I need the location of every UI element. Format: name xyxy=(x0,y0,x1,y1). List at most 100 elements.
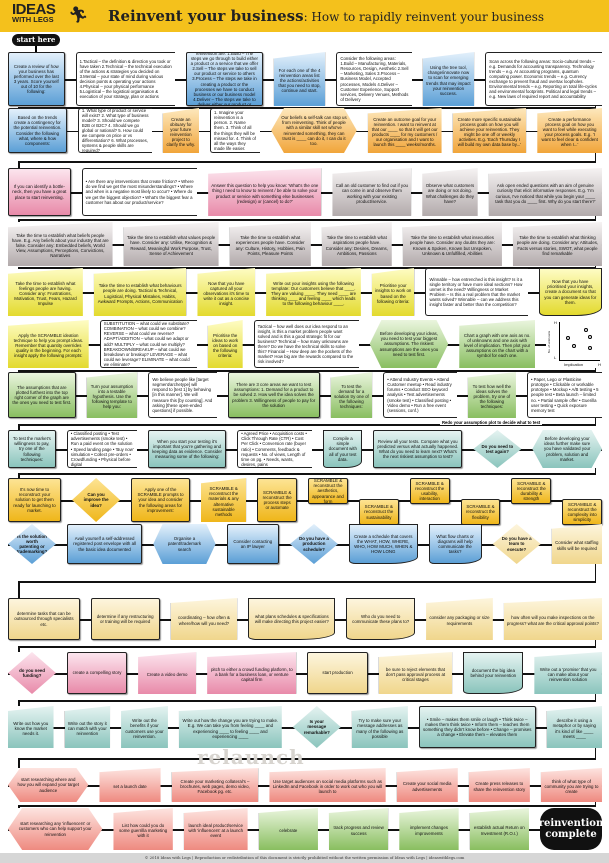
flow-step-para: Using the tree tool, change/innovate now… xyxy=(422,52,475,106)
flow-step-diamond: Do you have a production schedule? xyxy=(289,524,338,564)
step-text: • Are there any interventions that creat… xyxy=(85,179,194,205)
flow-step-bracket: 1. What type of product or service will … xyxy=(77,108,152,153)
step-text: 1.Tactical – the definition & direction … xyxy=(79,58,172,100)
flow-step-para: Take the time to establish what thinking… xyxy=(512,222,602,266)
step-text: • Agreed Price • Acquisition costs • Cli… xyxy=(241,431,307,467)
flow-step-para: think of what type of community you are … xyxy=(540,768,602,802)
return-connector xyxy=(18,694,596,706)
step-text: Call an old customer to find out if you … xyxy=(335,183,408,204)
step-text: Organise a patent/trademark search xyxy=(167,536,202,552)
flow-step-bracket: • Classified posting • Test advertisemen… xyxy=(66,430,137,468)
title-subtitle: : How to rapidly reinvent your business xyxy=(303,10,545,24)
flow-step-bracket: 1.Tactical – the definition & direction … xyxy=(75,52,176,106)
flow-step-para: Take the time to establish what experien… xyxy=(229,222,311,266)
step-text: SCRAMBLE & reconstruct the sustainabilit… xyxy=(364,504,394,520)
flow-step-box: • Smile – makes them smile or laugh • Th… xyxy=(418,706,536,748)
step-text: Now that you have captured all your obse… xyxy=(203,280,250,307)
step-text: track progress and review success xyxy=(333,825,384,836)
flow-step-diamond: do you need funding? xyxy=(8,652,56,694)
flow-step-para: be sure to reject elements that don't pa… xyxy=(378,652,453,694)
flow-row: do you need funding?create a compelling … xyxy=(8,652,602,694)
flow-step-para: Chart a graph with one axis as no. of un… xyxy=(459,320,535,368)
flow-step-hex: Organise a patent/trademark search xyxy=(153,524,216,564)
step-text: Based on the trends create a contingency… xyxy=(13,115,62,146)
step-text: Our beliefs & self-talk can stop us from… xyxy=(281,115,347,146)
step-text: List how could you do some guerrilla mar… xyxy=(119,822,168,839)
flow-step-para: Observe what customers are doing or not … xyxy=(422,168,478,216)
step-text: Create a video demo xyxy=(146,671,188,677)
flow-step-para: establish actual Return on Investment (R… xyxy=(469,808,529,850)
step-text: Tactical – how well does our idea respon… xyxy=(257,323,354,365)
step-text: Take the time to establish what insecuri… xyxy=(409,235,495,256)
flow-step-para: launch ideal product/service with 'influ… xyxy=(183,808,248,850)
flow-row: start researching any 'influencers' or c… xyxy=(8,808,602,850)
step-text: We believe people like [target segment/a… xyxy=(152,377,213,413)
step-text: The assumptions that are plotted furthes… xyxy=(12,384,72,406)
flow-step-box: determine if any restructuring or traini… xyxy=(90,598,160,640)
chart-point xyxy=(584,328,588,332)
flow-step-para: Write out the story it can match with yo… xyxy=(64,706,111,748)
step-text: Write out how you know the market needs … xyxy=(13,720,49,737)
step-text: SUBSTITUTION – what could we substitute?… xyxy=(103,321,190,367)
step-text: Can you improve the idea? xyxy=(83,492,109,508)
step-text: Create an outcome goal for your reinvent… xyxy=(371,116,438,148)
flow-step-para: Create press releases to share the reinv… xyxy=(468,768,530,802)
flow-step-box: Avail yourself a self-addressed register… xyxy=(67,524,143,564)
step-text: Use target audiences on social media pla… xyxy=(272,778,383,795)
step-text: pitch to either a crowd funding platform… xyxy=(210,666,293,683)
return-connector xyxy=(18,640,596,652)
step-text: It's now time to reconstruct your soluti… xyxy=(13,487,56,513)
step-text: There are 3 core areas we want to test a… xyxy=(232,382,316,408)
step-text: What flow charts or diagrams will help c… xyxy=(436,533,474,555)
flow-step-box: It's now time to reconstruct your soluti… xyxy=(8,478,62,522)
flow-row: Apply the SCRAMBLE ideation technique to… xyxy=(8,320,602,368)
chart-y-label: No. of unknowns xyxy=(547,330,551,354)
step-text: Take the time to establish what experien… xyxy=(235,235,305,256)
step-text: start production xyxy=(322,670,353,676)
flow-step-para: To test how well the ideas solves the pr… xyxy=(467,372,516,418)
flow-step-box: SCRAMBLE & reconstruct the sustainabilit… xyxy=(358,498,399,526)
flow-step-box: SCRAMBLE & reconstruct the durability & … xyxy=(511,477,552,505)
flow-step-para: Take the time to establish what feelings… xyxy=(8,268,83,316)
flow-step-box: Consider contacting an IP lawyer xyxy=(226,524,279,564)
step-text: Take the time to establish what thinking… xyxy=(516,235,599,256)
flow-step-box: start production xyxy=(307,652,368,694)
logo: IDEAS WITH LEGS xyxy=(12,2,56,24)
flow-step-box: When you start your testing it's importa… xyxy=(148,430,227,468)
flow-step-box: If you can identify a bottle-neck, then … xyxy=(8,168,71,216)
step-text: start researching any 'influencers' or c… xyxy=(18,821,92,837)
flow-step-para: track progress and review success xyxy=(328,808,389,850)
step-text: Create a review of how your business has… xyxy=(13,63,59,95)
connector xyxy=(35,46,37,54)
return-connector xyxy=(18,564,596,598)
flow-step-doc: Create a schedule that covers the WHAT, … xyxy=(348,524,418,564)
flow-row: The assumptions that are plotted furthes… xyxy=(8,372,602,418)
step-text: Do you need to test again? xyxy=(481,443,514,454)
flow-step-para: Ask open ended questions with an aim of … xyxy=(488,168,602,216)
return-connector xyxy=(18,748,596,768)
return-connector xyxy=(18,153,596,168)
chart-x-axis xyxy=(559,360,600,361)
flow-step-para: Create a performance process goal on how… xyxy=(537,108,602,153)
flow-step-para: Prioritise the ideas to work on based on… xyxy=(207,320,243,368)
flow-step-para: Take the time to establish what aspirati… xyxy=(321,222,392,266)
flow-row: It's now time to reconstruct your soluti… xyxy=(8,477,603,526)
step-text: Consider what staffing skills will be re… xyxy=(555,540,599,551)
step-text: For each one of the 4 reinvention areas … xyxy=(278,67,321,94)
flow-step-para: Write out your insights using the follow… xyxy=(266,268,361,316)
flow-step-hex: start researching any 'influencers' or c… xyxy=(8,808,103,850)
step-text: Scan across the following areas: Socio-c… xyxy=(489,58,597,100)
step-text: Do you have a team to execute? xyxy=(501,536,532,552)
step-text: Before developing your ideas, you need t… xyxy=(379,331,439,357)
step-text: SCRAMBLE & reconstruct the aesthetics, a… xyxy=(312,478,344,504)
flow-step-box: determine tasks that can be outsourced t… xyxy=(8,598,80,640)
return-connector xyxy=(18,266,596,269)
flow-step-para: Consider what staffing skills will be re… xyxy=(551,524,602,564)
flow-step-para: Call an old customer to find out if you … xyxy=(332,168,412,216)
flow-step-para: Create your social media advertisements xyxy=(396,768,458,802)
logo-line2: WITH LEGS xyxy=(12,14,54,24)
step-text: start researching where and how you will… xyxy=(17,777,79,793)
flow-step-para: set a launch date xyxy=(99,768,161,802)
step-text: Using the tree tool, change/innovate now… xyxy=(426,65,471,96)
